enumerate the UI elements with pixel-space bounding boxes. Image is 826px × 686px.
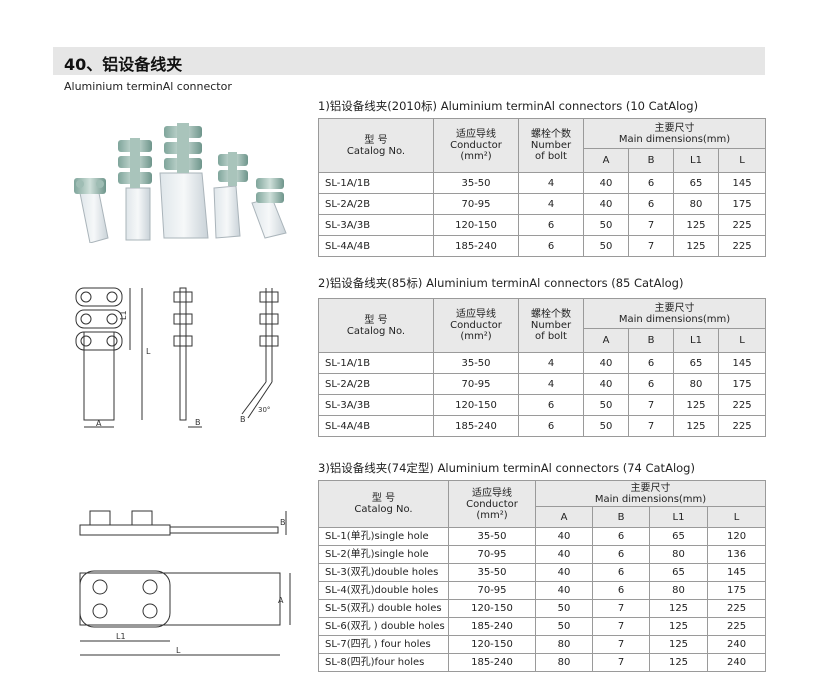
page-title: 40、铝设备线夹 [64, 55, 183, 74]
header-A: A [583, 148, 629, 173]
technical-drawing-74: B A L1 L [79, 510, 291, 656]
page-subtitle: Aluminium terminAl connector [64, 80, 232, 93]
header-L1: L1 [649, 506, 708, 528]
label-B: B [195, 418, 201, 427]
label-angle: 30° [258, 406, 270, 414]
section-1-title: 1)铝设备线夹(2010标) Aluminium terminAl connec… [318, 99, 699, 113]
header-A: A [583, 328, 629, 353]
label-B2: B [240, 415, 246, 424]
label-A2: A [278, 596, 284, 605]
technical-drawing-85: L1 L A B B 30° [75, 287, 279, 428]
label-Lb: L [176, 646, 181, 655]
header-L1: L1 [673, 148, 719, 173]
header-B: B [592, 506, 650, 528]
header-B: B [628, 148, 674, 173]
header-L: L [706, 506, 767, 528]
label-A: A [96, 419, 102, 428]
section-2-title: 2)铝设备线夹(85标) Aluminium terminAl connecto… [318, 276, 684, 290]
label-L1: L1 [119, 310, 128, 320]
header-A: A [535, 506, 593, 528]
label-L: L [146, 347, 151, 356]
header-L: L [717, 148, 767, 173]
header-B: B [628, 328, 674, 353]
header-L: L [717, 328, 767, 353]
label-B3: B [280, 518, 286, 527]
section-3-title: 3)铝设备线夹(74定型) Aluminium terminAl connect… [318, 461, 695, 475]
header-L1: L1 [673, 328, 719, 353]
product-photo [74, 123, 287, 243]
label-L1b: L1 [116, 632, 126, 641]
section-header-band: 40、铝设备线夹 [53, 47, 765, 75]
